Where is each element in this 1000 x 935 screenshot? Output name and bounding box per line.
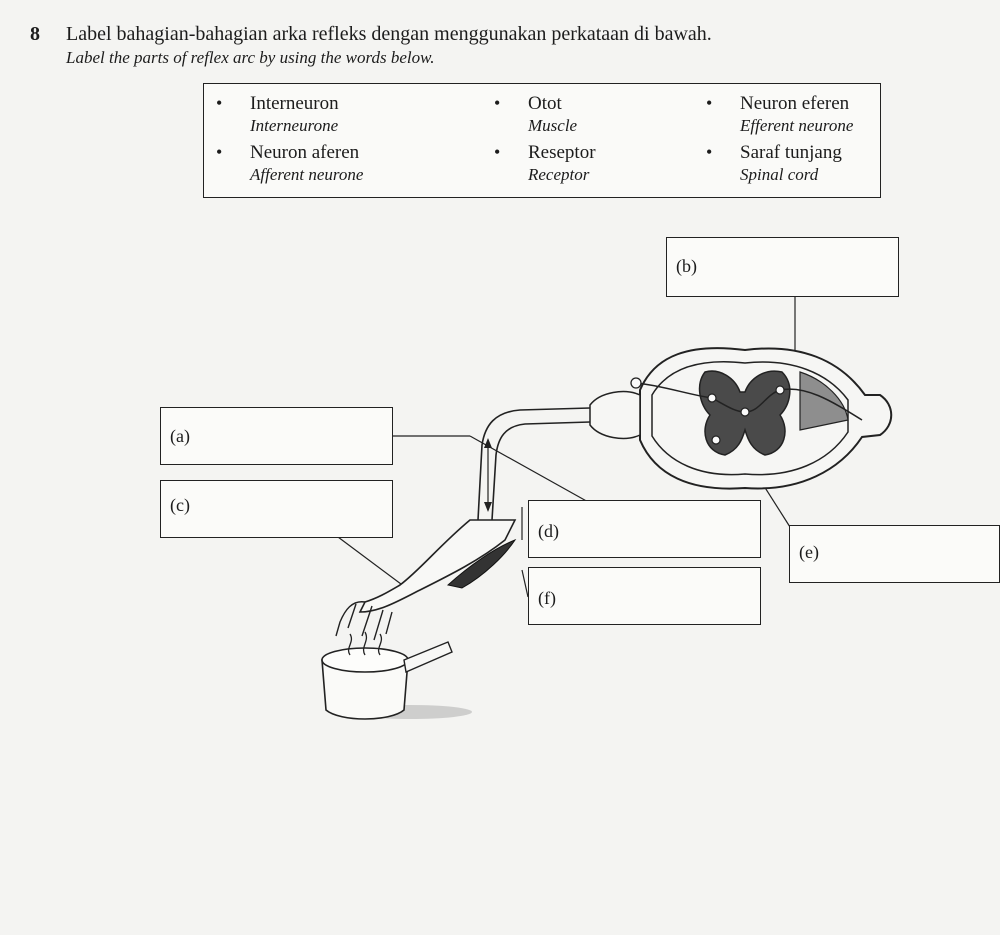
- word-afferent-neurone: • Neuron aferen Afferent neurone: [216, 142, 364, 184]
- bullet-icon: •: [494, 142, 501, 162]
- word-bank: • Interneuron Interneurone • Otot Muscle…: [203, 83, 881, 198]
- label-box-e[interactable]: (e): [789, 525, 1000, 583]
- label-box-c[interactable]: (c): [160, 480, 393, 538]
- arm-illustration: [335, 519, 517, 641]
- impulse-arrow-up-icon: [484, 438, 492, 448]
- label-box-b[interactable]: (b): [666, 237, 899, 297]
- bullet-icon: •: [706, 93, 713, 113]
- bullet-icon: •: [216, 142, 223, 162]
- word-efferent-neurone: • Neuron eferen Efferent neurone: [706, 93, 854, 135]
- word-receptor: • Reseptor Receptor: [494, 142, 596, 184]
- label-box-d[interactable]: (d): [528, 500, 761, 558]
- nerve-pathway: [477, 407, 591, 521]
- question-text-malay: Label bahagian-bahagian arka refleks den…: [66, 23, 712, 45]
- question-number: 8: [30, 23, 40, 45]
- word-spinal-cord: • Saraf tunjang Spinal cord: [706, 142, 842, 184]
- hot-pot-illustration: [321, 631, 472, 720]
- word-muscle: • Otot Muscle: [494, 93, 578, 135]
- spinal-cord-illustration: [589, 347, 893, 490]
- label-box-f[interactable]: (f): [528, 567, 761, 625]
- bullet-icon: •: [706, 142, 713, 162]
- question-text-english: Label the parts of reflex arc by using t…: [66, 48, 435, 67]
- word-interneuron: • Interneuron Interneurone: [216, 93, 339, 135]
- bullet-icon: •: [494, 93, 501, 113]
- muscle-shape: [446, 538, 517, 589]
- bullet-icon: •: [216, 93, 223, 113]
- label-box-a[interactable]: (a): [160, 407, 393, 465]
- impulse-arrow-down-icon: [484, 502, 492, 512]
